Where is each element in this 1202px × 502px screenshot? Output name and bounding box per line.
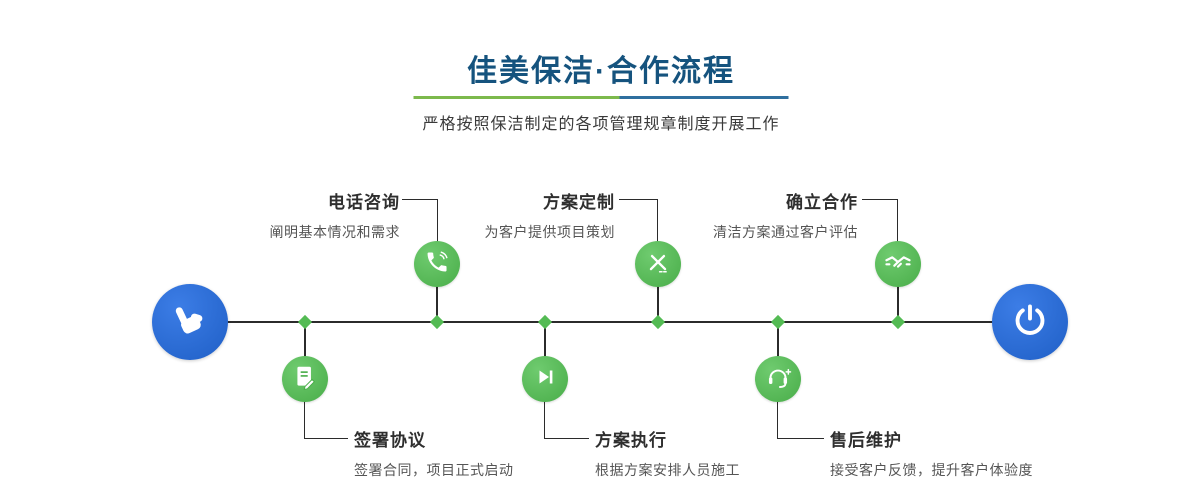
diamond-marker bbox=[770, 314, 786, 330]
step-desc: 清洁方案通过客户评估 bbox=[713, 224, 858, 240]
step-circle-phone bbox=[414, 241, 460, 287]
connector-elbow bbox=[862, 199, 898, 244]
step-desc: 接受客户反馈，提升客户体验度 bbox=[830, 462, 1033, 478]
headset-icon bbox=[764, 363, 792, 396]
connector-stem bbox=[897, 264, 899, 322]
pencil-tools-icon bbox=[645, 249, 671, 280]
connector-elbow bbox=[544, 399, 589, 439]
step-establish-cooperation: 确立合作 清洁方案通过客户评估 bbox=[618, 188, 858, 242]
step-desc: 根据方案安排人员施工 bbox=[595, 462, 740, 478]
connector-elbow bbox=[304, 399, 348, 439]
step-title: 确立合作 bbox=[786, 193, 858, 212]
step-title: 签署协议 bbox=[354, 431, 426, 450]
step-aftersale-maintenance: 售后维护 接受客户反馈，提升客户体验度 bbox=[830, 426, 1110, 480]
step-circle-plan bbox=[635, 241, 681, 287]
handshake-icon bbox=[883, 247, 913, 282]
connector-elbow bbox=[777, 399, 824, 439]
diamond-marker bbox=[890, 314, 906, 330]
step-circle-execute bbox=[522, 356, 568, 402]
step-sign-agreement: 签署协议 签署合同，项目正式启动 bbox=[354, 426, 614, 480]
connector-stem bbox=[436, 264, 438, 322]
connector-stem bbox=[657, 264, 659, 322]
page-title: 佳美保洁·合作流程 bbox=[467, 55, 735, 88]
contract-icon bbox=[292, 364, 318, 395]
play-icon bbox=[533, 365, 557, 394]
phone-icon bbox=[424, 249, 450, 280]
title-underline bbox=[413, 96, 789, 99]
pointer-hand-icon bbox=[169, 299, 211, 346]
end-node bbox=[992, 284, 1068, 360]
step-plan-customize: 方案定制 为客户提供项目策划 bbox=[375, 188, 615, 242]
connector-elbow bbox=[619, 199, 658, 244]
step-circle-contract bbox=[282, 356, 328, 402]
step-plan-execution: 方案执行 根据方案安排人员施工 bbox=[595, 426, 855, 480]
step-circle-aftersale bbox=[755, 356, 801, 402]
step-desc: 为客户提供项目策划 bbox=[484, 224, 615, 240]
step-title: 方案定制 bbox=[543, 193, 615, 212]
connector-elbow bbox=[402, 199, 438, 244]
power-icon bbox=[1012, 302, 1048, 343]
diamond-marker bbox=[650, 314, 666, 330]
diamond-marker bbox=[537, 314, 553, 330]
step-desc: 签署合同，项目正式启动 bbox=[354, 462, 514, 478]
timeline-line bbox=[200, 321, 1030, 323]
page-subtitle: 严格按照保洁制定的各项管理规章制度开展工作 bbox=[422, 116, 780, 133]
diamond-marker bbox=[429, 314, 445, 330]
connector-stem bbox=[777, 322, 779, 379]
connector-stem bbox=[544, 322, 546, 379]
step-desc: 阐明基本情况和需求 bbox=[269, 224, 400, 240]
step-title: 售后维护 bbox=[830, 431, 902, 450]
connector-stem bbox=[304, 322, 306, 379]
diamond-marker bbox=[297, 314, 313, 330]
start-node bbox=[152, 284, 228, 360]
step-title: 电话咨询 bbox=[328, 193, 400, 212]
step-phone-consult: 电话咨询 阐明基本情况和需求 bbox=[160, 188, 400, 242]
step-circle-cooperate bbox=[875, 241, 921, 287]
underline-green-segment bbox=[413, 96, 620, 99]
step-title: 方案执行 bbox=[595, 431, 667, 450]
underline-blue-segment bbox=[619, 96, 789, 99]
